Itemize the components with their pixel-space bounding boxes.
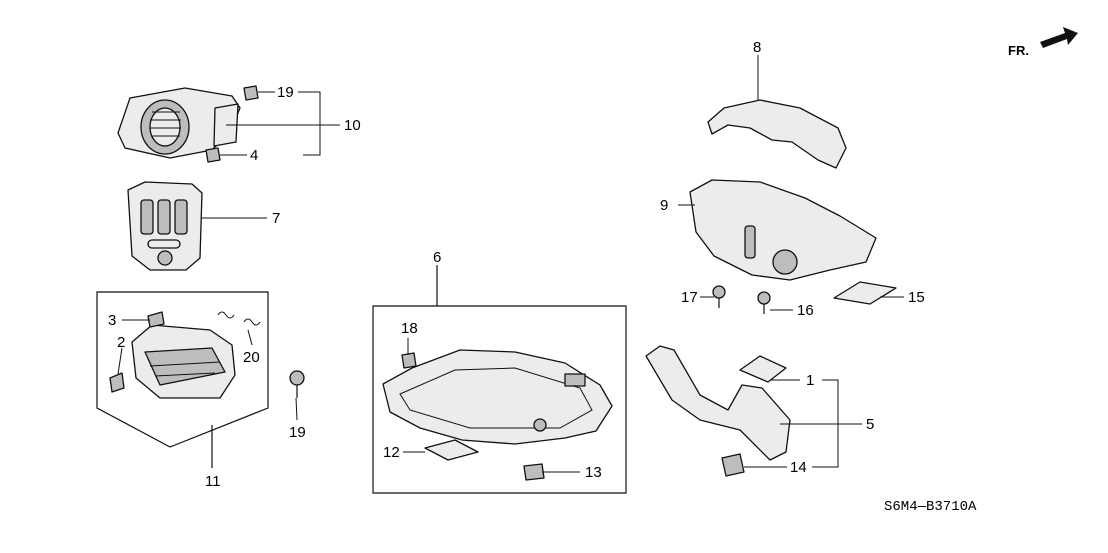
clip-part-18-mid: [401, 352, 417, 369]
spring-part-20: [217, 311, 261, 326]
diagram-code: S6M4—B3710A: [884, 499, 977, 515]
callout-18: 19: [277, 84, 294, 101]
clip-part-4: [205, 147, 221, 163]
callouts: 19 10 4 7 3 2 20 19 11 6 18 12 13 8 9 17…: [108, 39, 925, 490]
label-part-15: [833, 281, 897, 305]
screw-part-17: [712, 285, 726, 308]
callout-12: 12: [383, 444, 400, 461]
callout-20: 20: [243, 349, 260, 366]
part-vent-panel: [127, 181, 203, 271]
clip-part-14: [721, 453, 745, 477]
callout-14: 14: [790, 459, 807, 476]
callout-6: 6: [433, 249, 441, 266]
screw-part-2: [109, 372, 125, 393]
callout-7: 7: [272, 210, 280, 227]
part-vent-assembly: [117, 87, 241, 159]
screw-part-16: [757, 291, 771, 314]
callout-18-middle: 18: [401, 320, 418, 337]
part-undercover-panel: [382, 349, 613, 445]
clip-part-18-top: [243, 85, 259, 101]
callout-9: 9: [660, 197, 668, 214]
callout-11: 11: [205, 473, 221, 490]
callout-19: 19: [289, 424, 306, 441]
group-11-bracket: [96, 291, 269, 448]
callout-17: 17: [681, 289, 698, 306]
callout-4: 4: [250, 147, 258, 164]
callout-2: 2: [117, 334, 125, 351]
group-6-bracket: [372, 305, 627, 494]
callout-3: 3: [108, 312, 116, 329]
screw-part-19: [289, 370, 305, 398]
label-part-12: [424, 439, 479, 461]
callout-5: 5: [866, 416, 874, 433]
direction-label: FR.: [1008, 43, 1029, 58]
clip-part-13: [523, 463, 545, 481]
part-lower-column-cover: [689, 179, 877, 281]
callout-8: 8: [753, 39, 761, 56]
part-upper-column-cover: [707, 99, 847, 169]
callout-10: 10: [344, 117, 361, 134]
part-lower-vent-bracket: [131, 324, 236, 399]
part-knee-bolster: [645, 345, 791, 461]
callout-15: 15: [908, 289, 925, 306]
leader-lines: [117, 55, 904, 473]
callout-16: 16: [797, 302, 814, 319]
arrow-right-icon: [1040, 27, 1078, 48]
callout-1: 1: [806, 372, 814, 389]
screw-part-3: [147, 311, 165, 328]
label-part-1: [739, 355, 787, 383]
callout-13: 13: [585, 464, 602, 481]
